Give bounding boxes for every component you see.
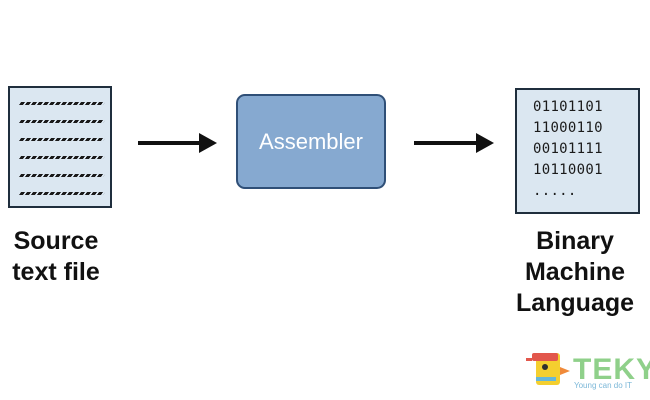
source-label: Source text file [0, 226, 112, 288]
binary-line: ..... [533, 183, 577, 199]
binary-line: 00101111 [533, 141, 603, 157]
source-file-icon [8, 86, 112, 208]
binary-label: Binary Machine Language [500, 226, 650, 319]
logo-tagline: Young can do IT [574, 381, 632, 390]
text-line [18, 120, 106, 123]
assembler-box: Assembler [236, 94, 386, 189]
binary-label-line1: Binary [536, 227, 614, 255]
arrow-right-icon [414, 133, 494, 153]
source-label-line1: Source [13, 227, 99, 255]
text-line [18, 156, 106, 159]
text-line [18, 174, 106, 177]
binary-line: 11000110 [533, 120, 603, 136]
assembler-label: Assembler [259, 128, 363, 154]
binary-line: 01101101 [533, 99, 603, 115]
teky-logo-icon [526, 353, 570, 385]
text-line [18, 102, 106, 105]
text-line [18, 138, 106, 141]
source-label-line2: text file [12, 258, 100, 286]
binary-label-line3: Language [515, 289, 635, 317]
binary-file-icon: 01101101 11000110 00101111 10110001 ....… [515, 88, 640, 214]
text-line [18, 192, 106, 195]
logo-text: TEKY [573, 353, 650, 386]
arrow-right-icon [138, 133, 217, 153]
binary-label-line2: Machine [524, 258, 626, 286]
binary-line: 10110001 [533, 162, 603, 178]
